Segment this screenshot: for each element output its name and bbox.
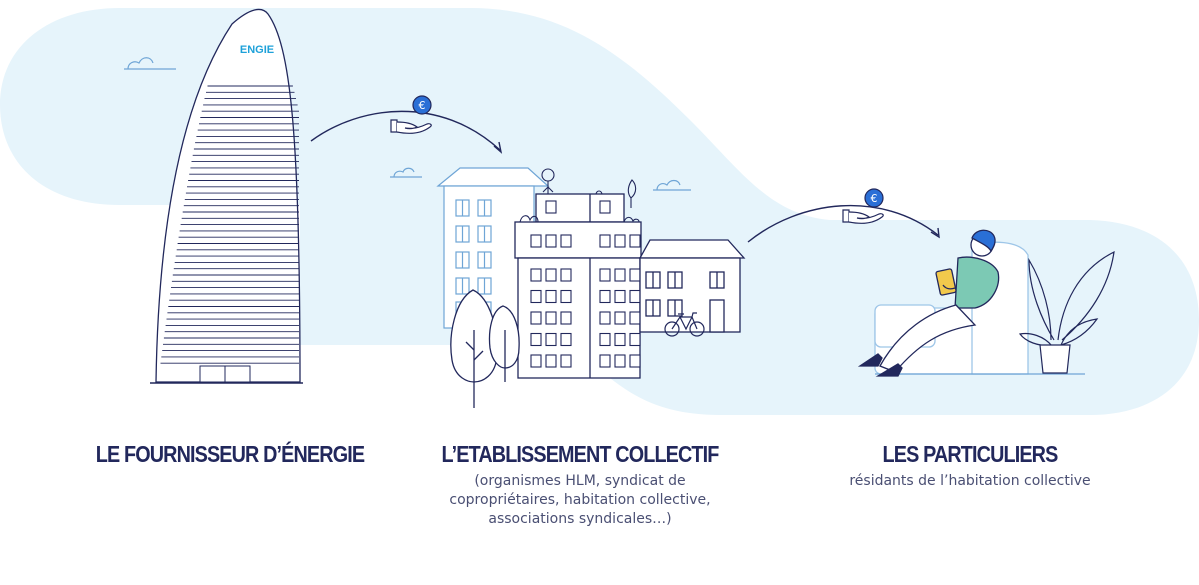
window xyxy=(614,234,626,248)
window xyxy=(629,268,641,282)
window xyxy=(599,311,611,325)
stage-supplier: LE FOURNISSEUR D’ÉNERGIE xyxy=(70,441,390,468)
euro-coin-symbol: € xyxy=(871,192,878,205)
window xyxy=(599,268,611,282)
engie-tower: ENGIE xyxy=(150,8,303,384)
stage-subtitle: (organismes HLM, syndicat de copropriéta… xyxy=(410,472,750,529)
window xyxy=(629,234,641,248)
engie-logo: ENGIE xyxy=(240,44,274,56)
window xyxy=(560,268,572,282)
tree-icon xyxy=(488,305,520,382)
window xyxy=(530,311,542,325)
window xyxy=(545,234,557,248)
subtitle-line: copropriétaires, habitation collective, xyxy=(449,492,711,508)
bicycle-icon xyxy=(664,312,705,337)
window xyxy=(614,289,626,304)
window xyxy=(560,289,572,304)
euro-coin-icon xyxy=(412,95,432,115)
window xyxy=(629,311,641,325)
subtitle-line: associations syndicales…) xyxy=(488,511,672,527)
window xyxy=(629,354,641,368)
stage-title: LES PARTICULIERS xyxy=(882,441,1059,467)
window xyxy=(545,354,557,368)
hand-icon xyxy=(842,209,884,224)
window xyxy=(614,332,626,347)
window xyxy=(599,332,611,347)
window xyxy=(530,234,542,248)
hand-icon xyxy=(390,119,432,134)
window xyxy=(614,268,626,282)
cloud-icon xyxy=(124,57,176,70)
flow-arrow xyxy=(310,110,501,151)
stage-title: LE FOURNISSEUR D’ÉNERGIE xyxy=(95,441,365,467)
window xyxy=(545,200,557,214)
window xyxy=(599,234,611,248)
window xyxy=(599,200,611,214)
cloud-icon xyxy=(653,179,691,191)
window xyxy=(530,268,542,282)
plant-pot-icon xyxy=(1018,250,1115,374)
stage-residents: LES PARTICULIERS résidants de l’habitati… xyxy=(800,441,1140,491)
subtitle-line: (organismes HLM, syndicat de xyxy=(474,473,686,489)
flow-arrow xyxy=(747,204,939,243)
stage-subtitle: résidants de l’habitation collective xyxy=(800,472,1140,491)
window xyxy=(530,289,542,304)
euro-coin-icon xyxy=(864,188,884,208)
apartment-building xyxy=(514,193,642,379)
cloud-icon xyxy=(390,167,422,178)
window xyxy=(614,311,626,325)
window xyxy=(614,354,626,368)
window xyxy=(545,332,557,347)
tree-icon xyxy=(450,289,498,408)
window xyxy=(545,268,557,282)
subtitle-line: résidants de l’habitation collective xyxy=(849,473,1091,489)
window xyxy=(629,289,641,304)
arrow-head xyxy=(493,141,503,154)
resident-woman xyxy=(857,229,1000,377)
stage-title: L’ETABLISSEMENT COLLECTIF xyxy=(441,441,719,467)
window xyxy=(599,354,611,368)
arrow-head xyxy=(930,227,940,239)
window xyxy=(560,234,572,248)
window xyxy=(530,332,542,347)
stage-collective: L’ETABLISSEMENT COLLECTIF (organismes HL… xyxy=(410,441,750,529)
house xyxy=(638,239,746,333)
window xyxy=(599,289,611,304)
window xyxy=(560,332,572,347)
euro-coin-symbol: € xyxy=(419,99,426,112)
window xyxy=(560,354,572,368)
window xyxy=(629,332,641,347)
window xyxy=(560,311,572,325)
window xyxy=(545,311,557,325)
plant-icon xyxy=(627,179,637,208)
window xyxy=(530,354,542,368)
window xyxy=(545,289,557,304)
